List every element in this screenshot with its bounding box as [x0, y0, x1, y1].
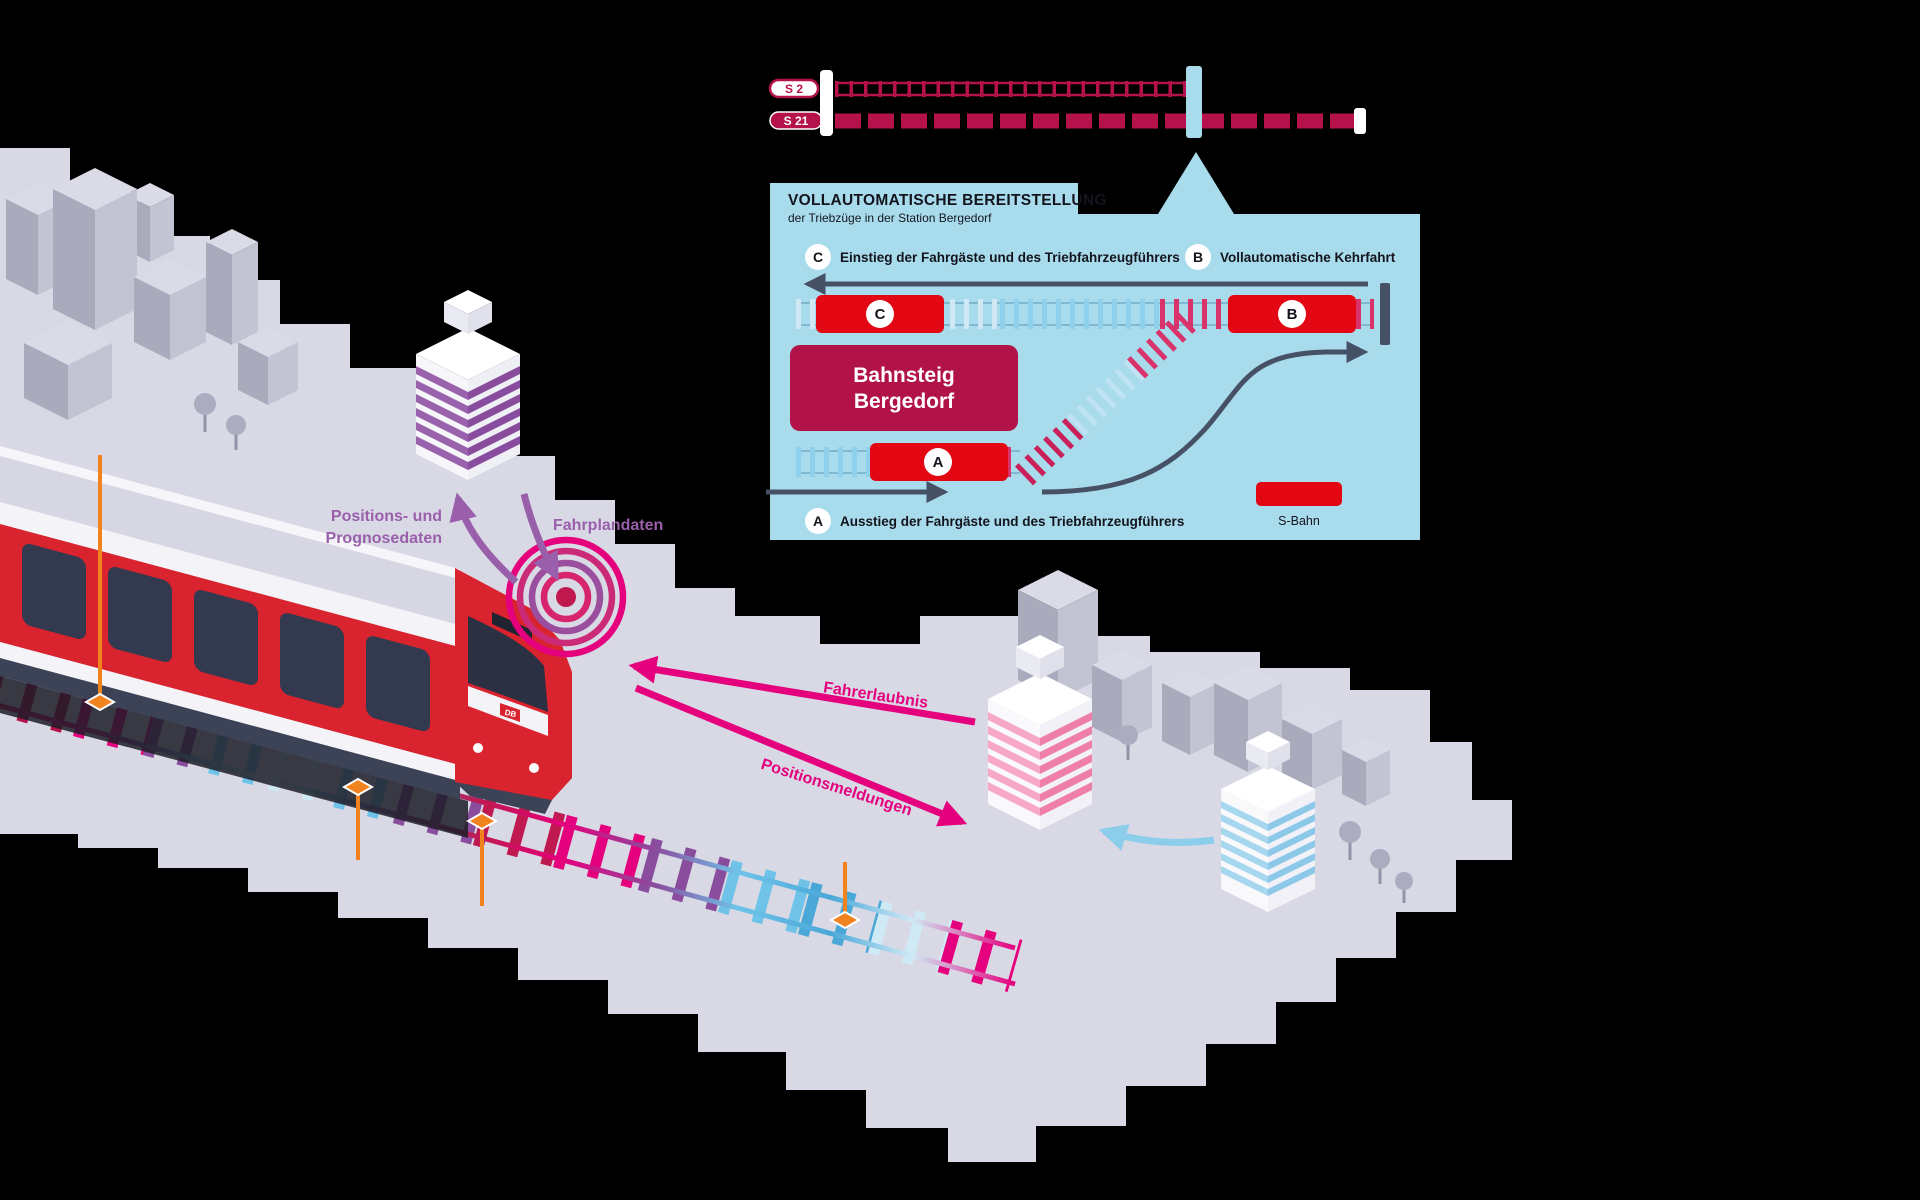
train-block-b-letter: B	[1287, 306, 1298, 323]
city-right	[1018, 570, 1413, 903]
fahrplan-data-arrow	[520, 493, 560, 581]
balise-marker	[83, 455, 117, 712]
db-logo-label: DB	[504, 708, 517, 719]
train-windshield	[468, 616, 548, 712]
positionsmeldungen-arrow	[634, 684, 968, 827]
train-window	[366, 636, 430, 732]
tree-icon	[1339, 821, 1361, 860]
platform-block	[790, 345, 1018, 431]
tree-icon	[1395, 872, 1413, 903]
step-b-label: Vollautomatische Kehrfahrt	[1220, 250, 1396, 265]
city-block	[1092, 650, 1152, 742]
headlight	[529, 763, 539, 773]
building-pink-striped	[988, 635, 1092, 830]
train-block-b: B	[1228, 295, 1356, 333]
train-block-a-letter: A	[933, 454, 944, 471]
train-shadow	[0, 676, 468, 838]
balise-markers	[83, 455, 862, 930]
train-block-c-letter: C	[875, 306, 886, 323]
tree-icon	[1370, 849, 1390, 884]
positions-prognosedaten-label-line2: Prognosedaten	[326, 530, 442, 547]
reversal-route-arrow	[1041, 340, 1369, 495]
blue-arrow	[1098, 824, 1215, 851]
db-logo	[500, 703, 520, 722]
step-b-letter: B	[1193, 249, 1203, 265]
tree-icon	[1118, 725, 1138, 760]
platform-label-line2: Bergedorf	[854, 390, 955, 413]
step-b-circle	[1185, 244, 1211, 270]
city-block	[1282, 704, 1342, 790]
fahrerlaubnis-arrow	[628, 655, 976, 726]
line-end-cap	[1354, 108, 1366, 134]
legend-sbahn-label: S-Bahn	[1278, 514, 1320, 528]
balise-marker	[828, 862, 862, 930]
step-a-circle	[805, 508, 831, 534]
fahrplandaten-label: Fahrplandaten	[553, 517, 663, 534]
step-c-label: Einstieg der Fahrgäste und des Triebfahr…	[840, 250, 1180, 265]
city-left	[6, 168, 298, 450]
panel-title: VOLLAUTOMATISCHE BEREITSTELLUNG	[788, 192, 1107, 209]
s2-badge-label: S 2	[785, 82, 803, 96]
legend-sbahn-swatch	[1256, 482, 1342, 506]
headlight	[473, 743, 483, 753]
step-c-letter: C	[813, 249, 823, 265]
train-block-a: A	[870, 443, 1008, 481]
flow-purple: Positions- und Prognosedaten Fahrplandat…	[326, 492, 663, 585]
train-skirt-front	[455, 782, 552, 814]
step-a-letter: A	[813, 513, 823, 529]
buffer-stop	[1380, 283, 1390, 345]
building-purple-striped	[416, 290, 520, 480]
panel-subtitle: der Triebzüge in der Station Bergedorf	[788, 211, 992, 225]
step-a-label: Ausstieg der Fahrgäste und des Triebfahr…	[840, 514, 1184, 529]
train-window	[280, 613, 344, 709]
positions-data-arrow	[449, 492, 519, 585]
train-block-c: C	[816, 295, 944, 333]
city-block	[1162, 669, 1218, 755]
city-block	[134, 259, 206, 360]
balise-marker	[341, 777, 375, 860]
station-marker-bergedorf	[1186, 66, 1202, 138]
tree-icon	[226, 415, 246, 450]
platform-label-line1: Bahnsteig	[853, 364, 955, 387]
step-c-circle	[805, 244, 831, 270]
s2-badge	[768, 78, 820, 99]
train-window	[22, 543, 86, 639]
s-bahn-train: DB	[0, 445, 572, 814]
city-block	[238, 327, 298, 405]
s21-badge-label: S 21	[784, 114, 809, 128]
positions-prognosedaten-label-line1: Positions- und	[331, 508, 442, 525]
s2-line	[835, 81, 1186, 97]
station-marker-left	[820, 70, 833, 136]
train-window	[194, 590, 258, 686]
city-block	[53, 168, 137, 330]
city-block	[1342, 738, 1390, 806]
line-schematic: S 2 S 21	[768, 66, 1366, 138]
radio-waves-icon	[505, 536, 627, 658]
diagonal-track	[1014, 310, 1197, 486]
flow-blue	[1098, 824, 1215, 851]
city-block	[24, 321, 112, 420]
train-window	[108, 567, 172, 662]
tree-icon	[194, 393, 216, 432]
bereitstellung-panel: VOLLAUTOMATISCHE BEREITSTELLUNG der Trie…	[766, 152, 1420, 540]
city-block	[206, 229, 258, 345]
balise-marker	[465, 811, 499, 906]
building-blue-striped	[1221, 731, 1315, 912]
ground	[0, 148, 1512, 1162]
